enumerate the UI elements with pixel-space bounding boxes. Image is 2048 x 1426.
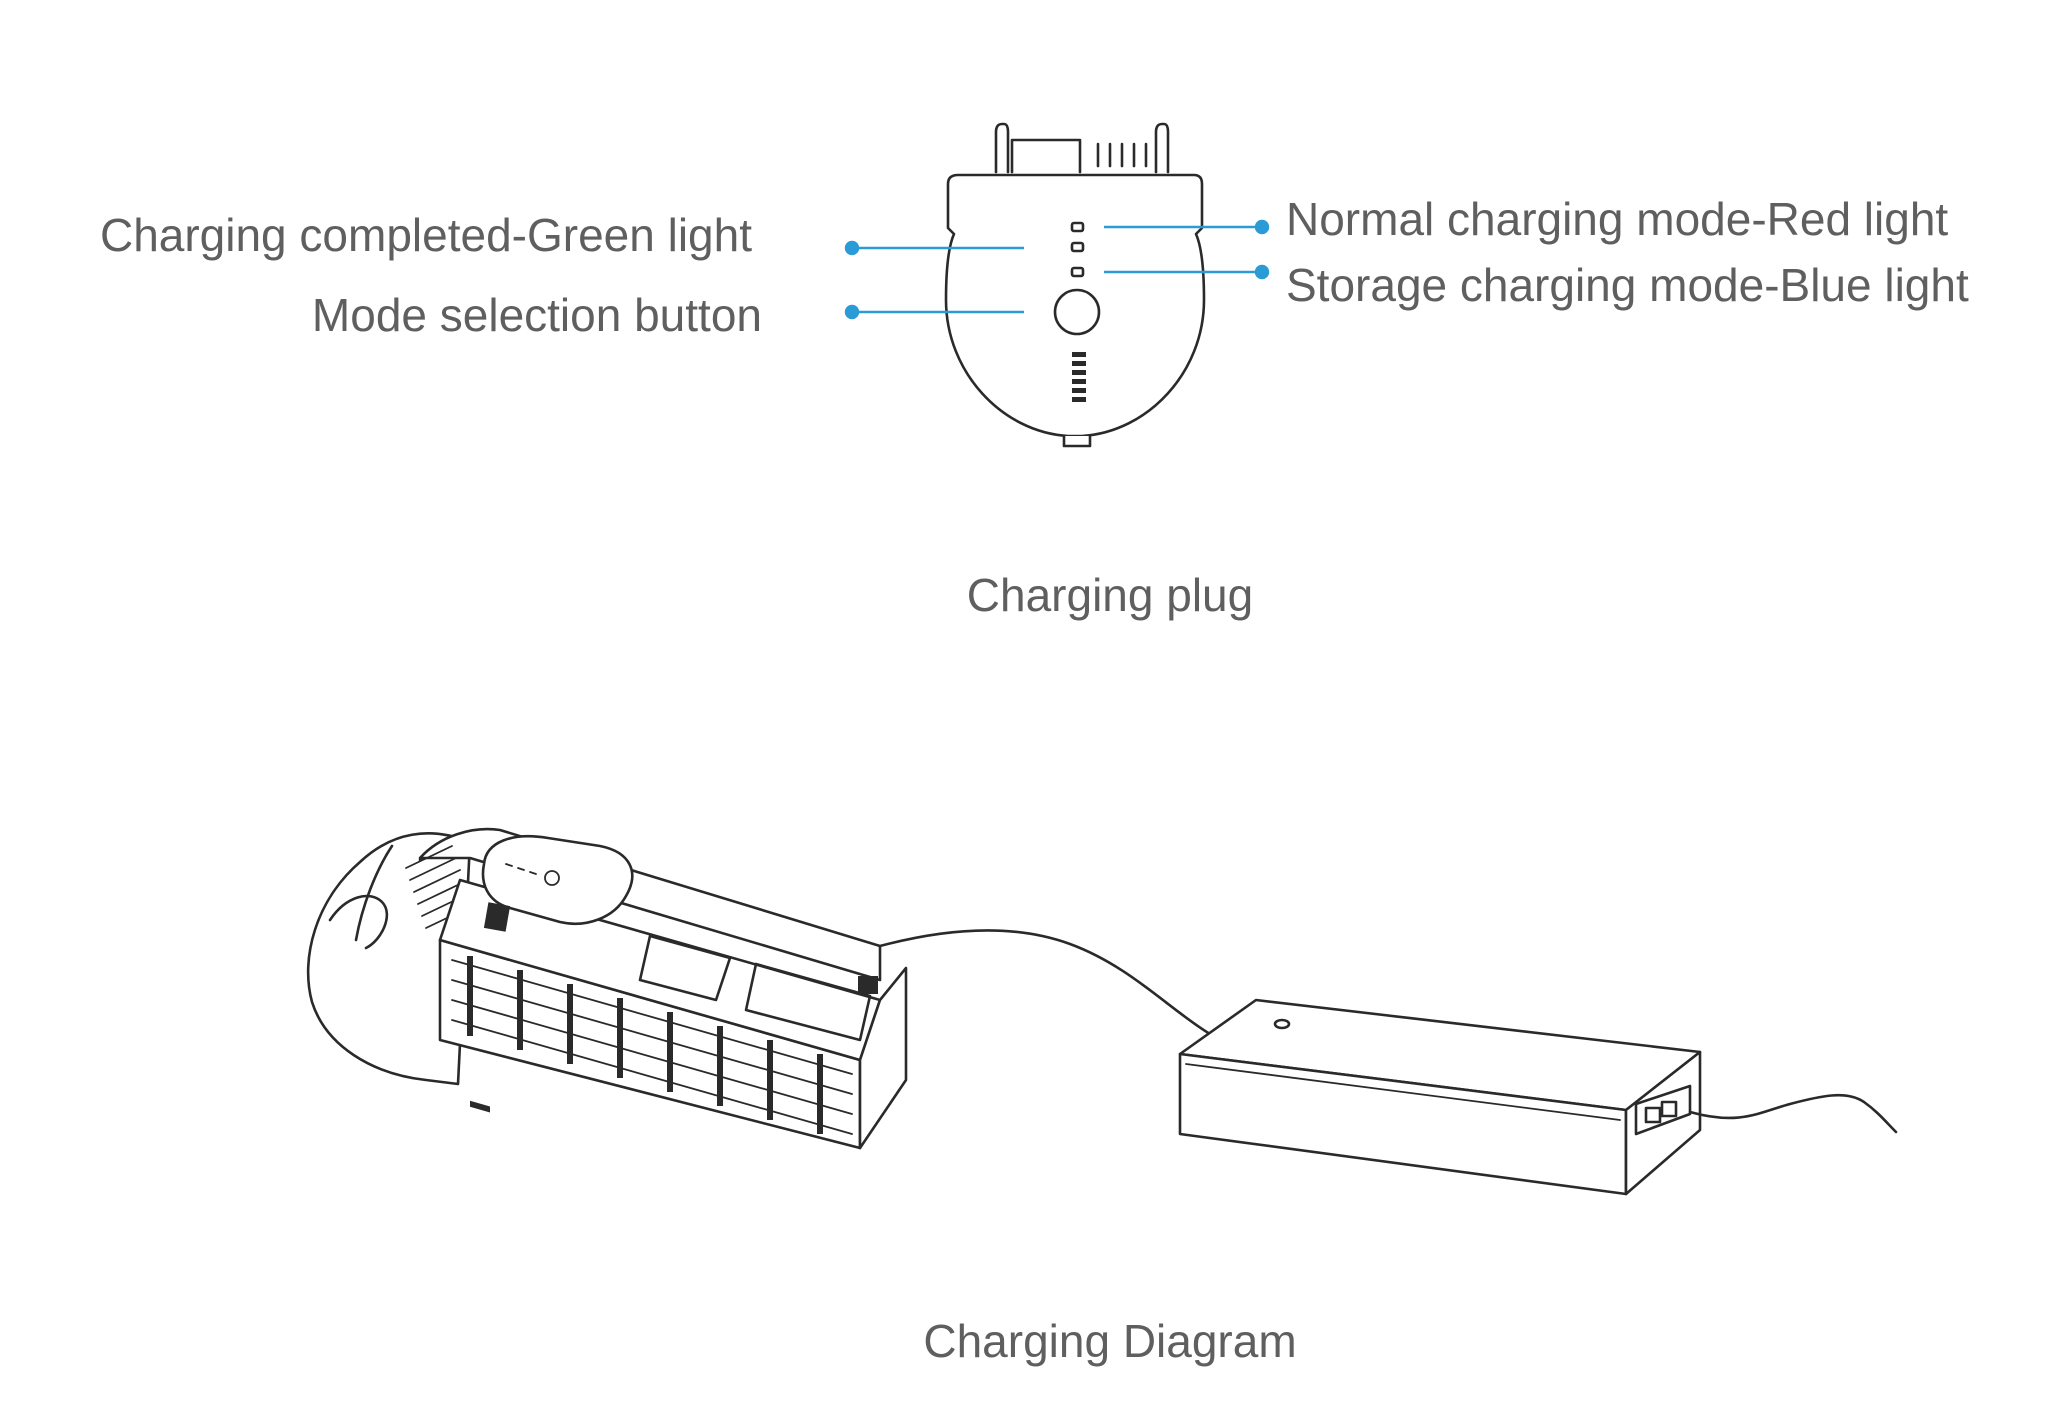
plug-vent-grille — [1072, 352, 1086, 402]
callout-leaders — [844, 219, 1270, 320]
charging-plug-drawing — [944, 122, 1206, 448]
plug-connector — [994, 122, 1170, 174]
green-led-indicator — [1070, 241, 1085, 253]
blue-led-indicator — [1070, 266, 1085, 278]
battery-to-adapter-cable — [878, 929, 1212, 1036]
storage-charging-blue-light-label: Storage charging mode-Blue light — [1286, 259, 1969, 311]
red-led-indicator — [1070, 221, 1085, 233]
charging-completed-green-light-label: Charging completed-Green light — [99, 209, 752, 261]
charging-plug-caption: Charging plug — [966, 569, 1254, 621]
mode-selection-button-drawing — [1053, 288, 1101, 336]
mode-selection-button-label: Mode selection button — [311, 289, 762, 341]
adapter-power-cord — [1688, 1093, 1898, 1134]
charging-adapter-drawing — [1178, 998, 1702, 1196]
battery-drawing — [306, 827, 908, 1150]
normal-charging-red-light-label: Normal charging mode-Red light — [1286, 193, 1949, 245]
battery-grille — [470, 1100, 490, 1113]
charging-diagram-caption: Charging Diagram — [923, 1315, 1297, 1367]
plug-body — [944, 173, 1206, 438]
